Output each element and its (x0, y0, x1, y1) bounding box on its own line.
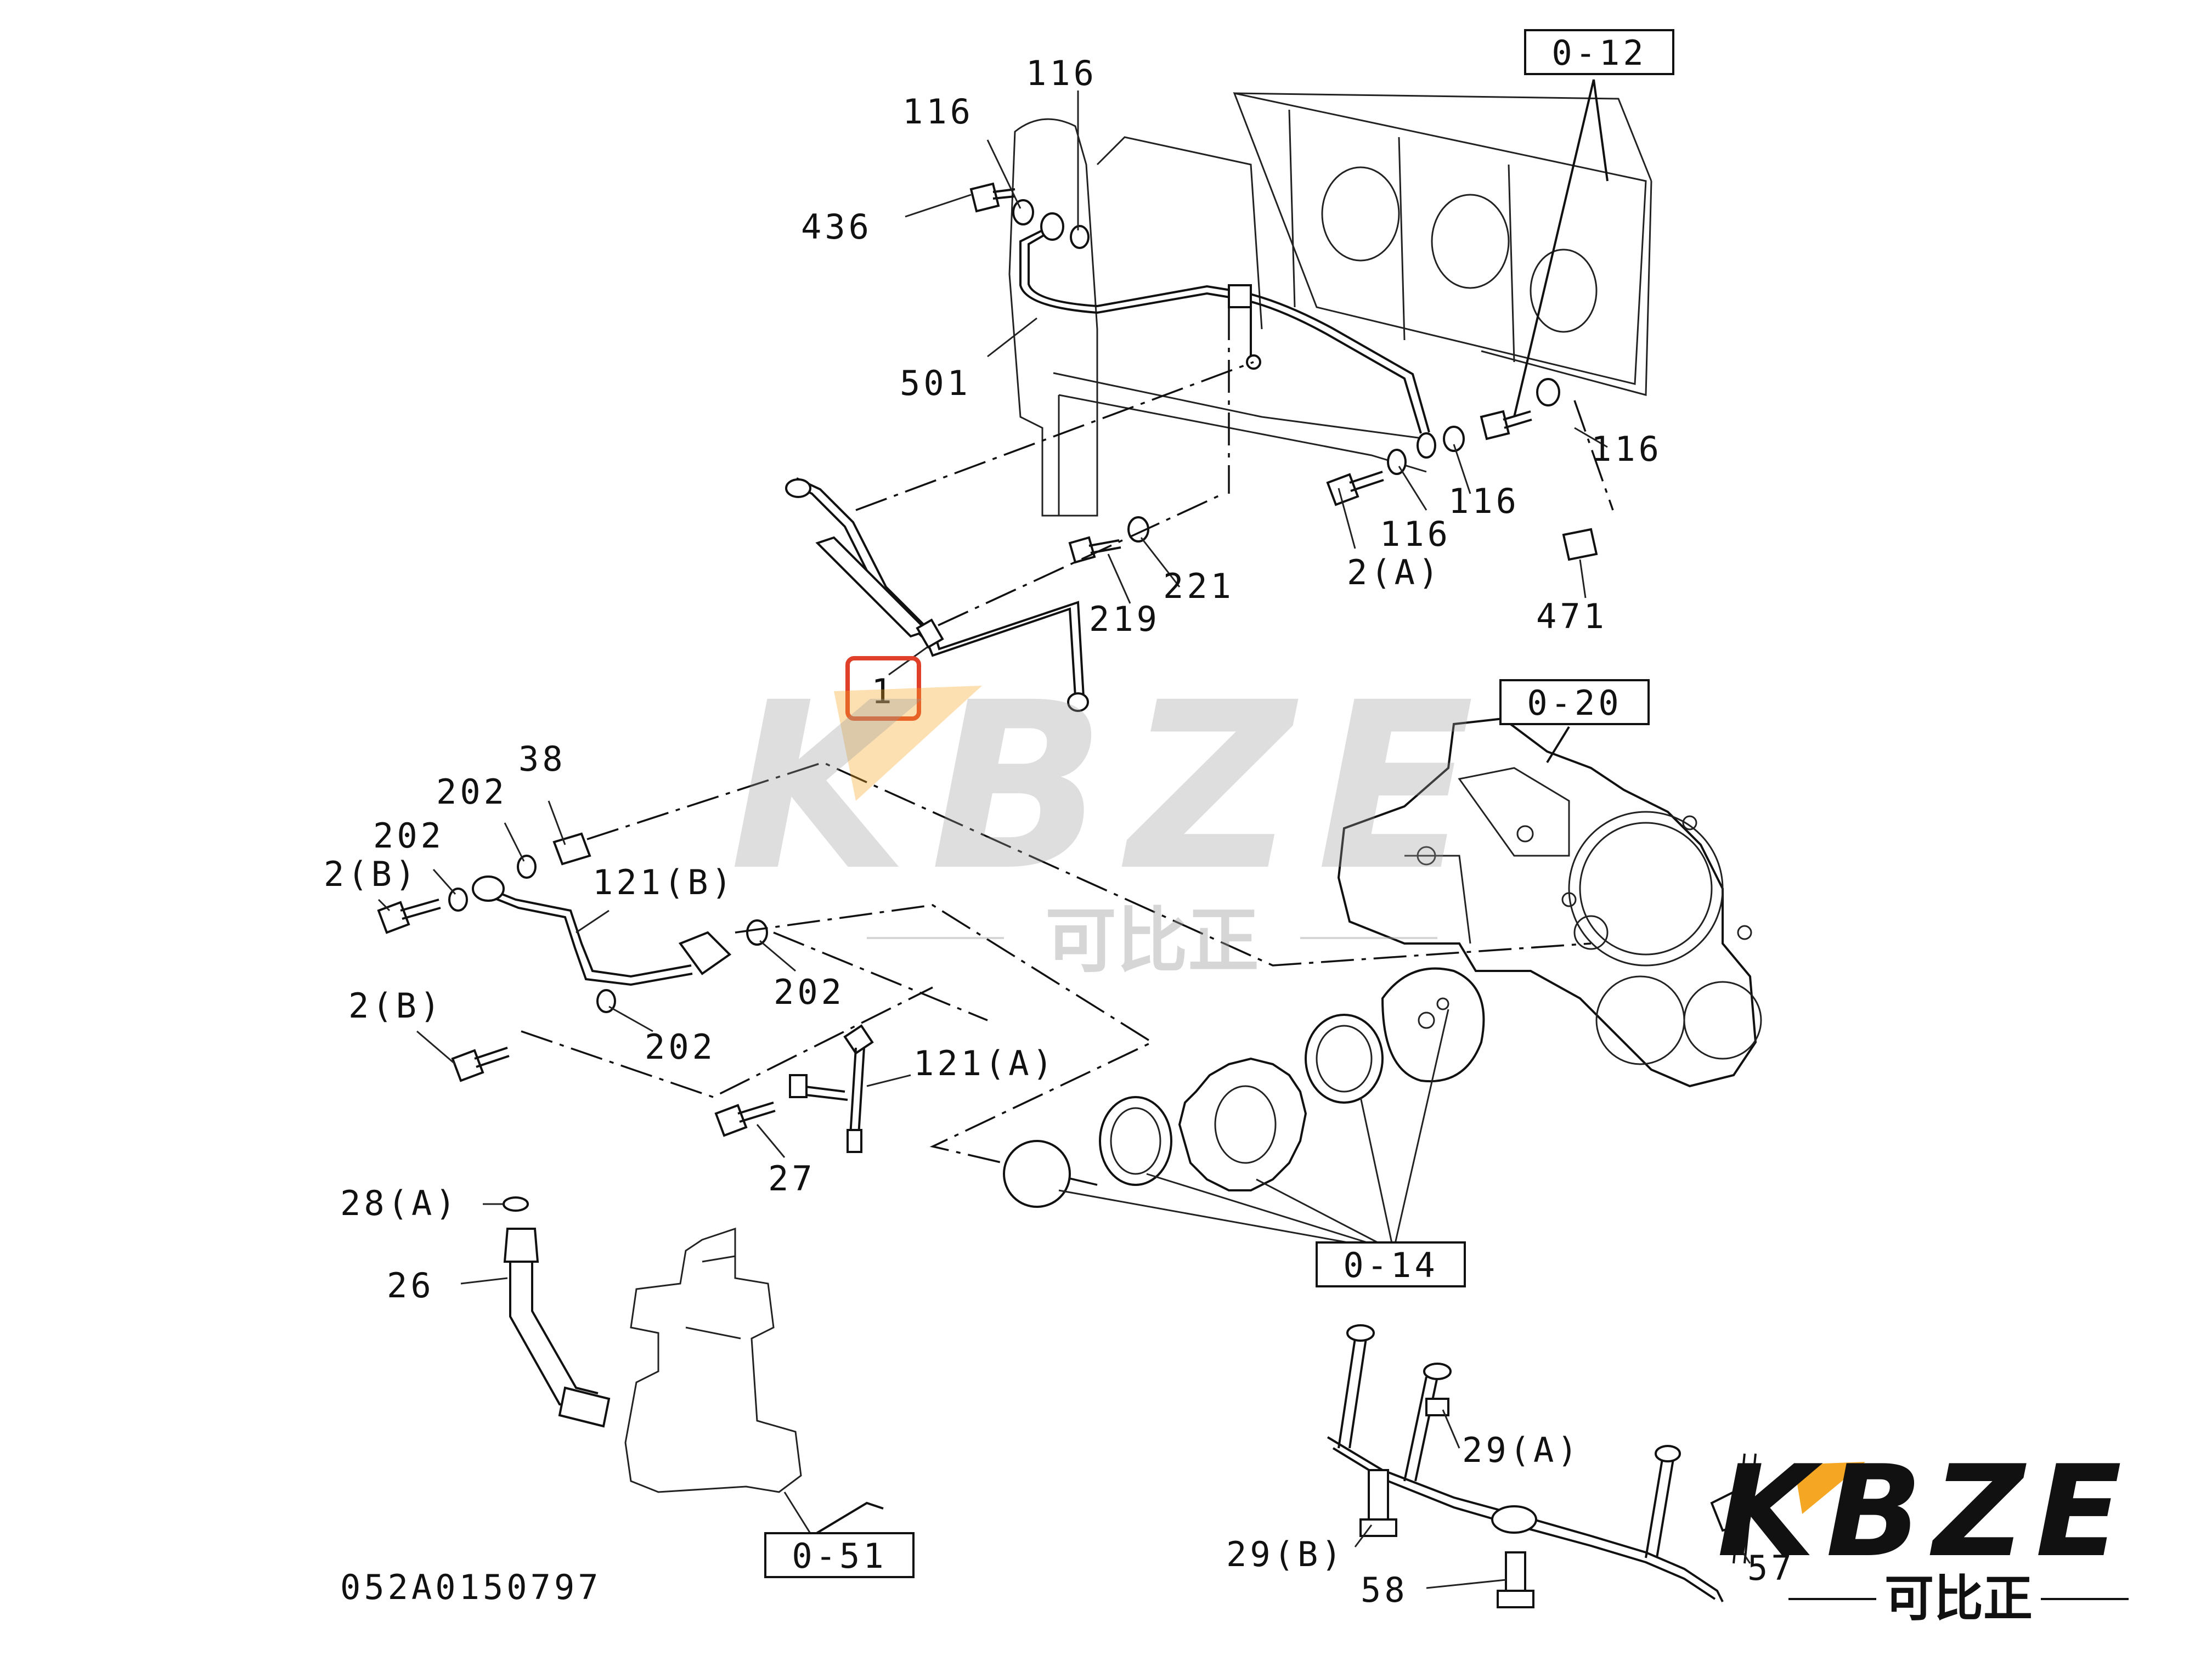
callout-58: 58 (1361, 1570, 1408, 1610)
leader-lines-0-14 (1058, 1009, 1449, 1252)
pipe-501-assembly (969, 182, 1598, 564)
oil-pipe-26 (503, 1196, 611, 1428)
ref-label-0-51: 0-51 (792, 1536, 887, 1576)
reference-lines (811, 79, 1609, 1537)
callout-116: 116 (1448, 481, 1520, 521)
callout-29b: 29(B) (1226, 1534, 1345, 1574)
callout-202: 202 (645, 1027, 716, 1067)
pipe-121a-assembly (714, 1024, 874, 1153)
callout-121b: 121(B) (592, 862, 735, 902)
callout-471: 471 (1536, 596, 1607, 636)
ref-box-0-51: 0-51 (764, 1532, 915, 1578)
callout-202: 202 (373, 816, 444, 856)
callout-38: 38 (518, 739, 566, 779)
brand-chinese: 可比正 (1884, 1570, 2033, 1628)
callout-26: 26 (387, 1265, 435, 1306)
callout-116: 116 (1380, 514, 1451, 554)
callout-116: 116 (1591, 429, 1662, 469)
injection-pump-outline (624, 1227, 813, 1536)
brand-latin: KBZE (1717, 1439, 2132, 1585)
ref-label-0-12: 0-12 (1551, 33, 1646, 73)
callout-121a: 121(A) (913, 1043, 1056, 1083)
callout-202: 202 (774, 972, 845, 1012)
callout-1: 1 (871, 671, 895, 711)
alignment-lines-middle (521, 761, 1592, 1186)
callout-2b: 2(B) (324, 854, 419, 894)
gear-train (1003, 967, 1485, 1208)
callout-57: 57 (1747, 1548, 1795, 1588)
pipe-1 (785, 477, 1089, 712)
watermark-latin: KBZE (730, 653, 1496, 922)
ref-box-0-14: 0-14 (1316, 1241, 1466, 1287)
callout-501: 501 (900, 363, 971, 403)
callout-2b: 2(B) (348, 986, 443, 1026)
brand-accent-shape (1794, 1462, 1865, 1514)
drawing-code: 052A0150797 (340, 1567, 602, 1607)
callout-219: 219 (1089, 599, 1160, 639)
pipe-121b-assembly (377, 832, 768, 1082)
callout-116: 116 (1026, 53, 1097, 93)
watermark-accent-shape (834, 686, 982, 801)
engine-block (1008, 92, 1652, 517)
callout-116: 116 (902, 92, 974, 132)
callout-labels: 116 116 436 501 116 116 116 2(A) 471 221… (324, 53, 1795, 1610)
center-watermark: KBZE 可比正 (730, 653, 1496, 982)
leader-lines (377, 91, 1751, 1589)
callout-436: 436 (801, 207, 872, 247)
ref-box-0-12: 0-12 (1524, 29, 1674, 75)
callout-202: 202 (436, 772, 507, 812)
ref-label-0-14: 0-14 (1343, 1245, 1438, 1285)
callout-27: 27 (768, 1159, 816, 1199)
brand-logo: KBZE 可比正 (1717, 1439, 2132, 1628)
alignment-lines-top (855, 307, 1614, 626)
callout-29a: 29(A) (1462, 1430, 1581, 1470)
callout-221: 221 (1163, 566, 1234, 606)
ref-label-0-20: 0-20 (1527, 683, 1622, 723)
callout-28a: 28(A) (340, 1183, 459, 1223)
watermark-chinese: 可比正 (1045, 899, 1259, 982)
ref-box-0-20: 0-20 (1499, 679, 1650, 725)
callout-2a: 2(A) (1347, 552, 1442, 592)
highlighted-callout-1: 1 (845, 656, 921, 721)
